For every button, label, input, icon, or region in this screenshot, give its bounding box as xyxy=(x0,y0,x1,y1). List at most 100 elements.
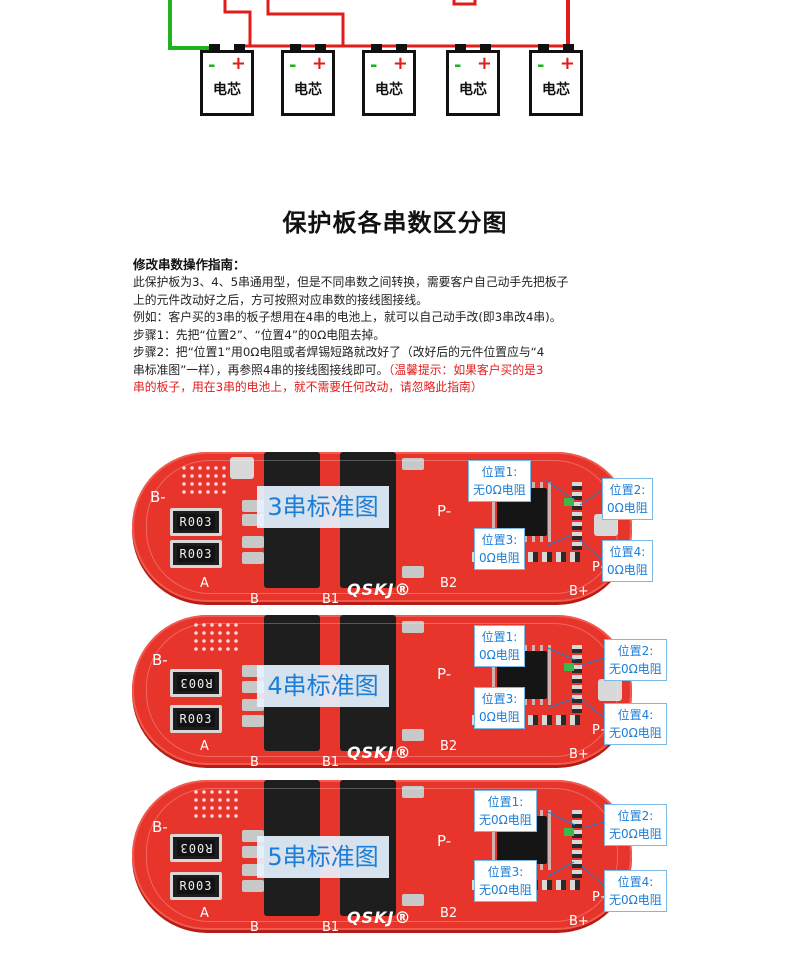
position-title: 位置4: xyxy=(609,545,646,559)
silk-b-minus: B- xyxy=(152,818,168,836)
position-1-callout: 位置1: 无0Ω电阻 xyxy=(474,790,537,832)
cell-label: 电芯 xyxy=(375,82,403,98)
position-title: 位置3: xyxy=(481,533,518,547)
guide-tip: （温馨提示：如果客户买的是3 xyxy=(388,362,544,377)
silk-b-plus: B+ xyxy=(569,584,589,599)
cell-plus: + xyxy=(559,53,575,74)
position-title: 位置2: xyxy=(617,809,654,823)
guide-line: 步骤2：把“位置1”用0Ω电阻或者焊锡短路就改好了（改好后的元件位置应与“4 xyxy=(133,345,545,359)
cell-minus: - xyxy=(370,55,378,76)
position-value: 无0Ω电阻 xyxy=(609,893,662,907)
position-value: 无0Ω电阻 xyxy=(609,827,662,841)
position-2-callout: 位置2: 0Ω电阻 xyxy=(602,478,653,520)
cell-minus: - xyxy=(537,55,545,76)
red-wire-2 xyxy=(266,0,345,45)
cell-plus: + xyxy=(476,53,492,74)
shunt-resistor: R003 xyxy=(170,834,222,862)
brand-logo: QSKJ® xyxy=(347,743,412,762)
position-title: 位置2: xyxy=(609,483,646,497)
resistor-marking: R003 xyxy=(177,546,215,562)
brand-logo: QSKJ® xyxy=(347,908,412,927)
guide-line: 串标准图”一样），再参照4串的接线图接线即可。（温馨提示：如果客户买的是3 xyxy=(133,362,693,380)
cell-label: 电芯 xyxy=(294,82,322,98)
guide-line-text: 串标准图”一样），再参照4串的接线图接线即可。 xyxy=(133,362,389,377)
silk-a: A xyxy=(200,739,209,754)
red-wire-1 xyxy=(223,0,252,45)
silk-p-minus: P- xyxy=(437,502,452,520)
red-wire-3 xyxy=(452,0,477,6)
silk-b2: B2 xyxy=(440,576,458,591)
position-value: 无0Ω电阻 xyxy=(479,813,532,827)
position-4-callout: 位置4: 无0Ω电阻 xyxy=(604,870,667,912)
cell-label: 电芯 xyxy=(542,82,570,98)
cell-plus: + xyxy=(392,53,408,74)
shunt-resistor: R003 xyxy=(170,872,222,900)
cell-label: 电芯 xyxy=(213,82,241,98)
guide-line: 步骤1：先把“位置2”、“位置4”的0Ω电阻去掉。 xyxy=(133,327,386,342)
position-value: 无0Ω电阻 xyxy=(473,483,526,497)
board-4-series: R003 R003 B- P- A B B1 B2 B+ P+ QSKJ® 4串… xyxy=(132,615,667,770)
board-5-series: R003 R003 B- P- A B B1 B2 B+ P+ QSKJ® 5串… xyxy=(132,780,667,935)
silk-b: B xyxy=(250,755,259,770)
resistor-marking: R003 xyxy=(177,840,215,856)
series-label: 4串标准图 xyxy=(257,665,389,707)
guide-line: 例如：客户买的3串的板子想用在4串的电池上，就可以自己动手改(即3串改4串)。 xyxy=(133,310,562,324)
position-value: 无0Ω电阻 xyxy=(479,883,532,897)
position-3-callout: 位置3: 无0Ω电阻 xyxy=(474,860,537,902)
silk-a: A xyxy=(200,906,209,921)
position-value: 0Ω电阻 xyxy=(607,563,648,577)
silk-b: B xyxy=(250,920,259,935)
shunt-resistor: R003 xyxy=(170,669,222,697)
silk-b1: B1 xyxy=(322,755,340,770)
position-title: 位置1: xyxy=(481,465,518,479)
position-title: 位置4: xyxy=(617,708,654,722)
guide-line: 上的元件改动好之后，方可按照对应串数的接线图接线。 xyxy=(133,292,428,307)
battery-cell-3: - + 电芯 xyxy=(362,44,416,116)
silk-a: A xyxy=(200,576,209,591)
position-4-callout: 位置4: 无0Ω电阻 xyxy=(604,703,667,745)
position-title: 位置3: xyxy=(487,865,524,879)
position-2-callout: 位置2: 无0Ω电阻 xyxy=(604,639,667,681)
shunt-resistor: R003 xyxy=(170,508,222,536)
series-label: 3串标准图 xyxy=(257,486,389,528)
position-3-callout: 位置3: 0Ω电阻 xyxy=(474,687,525,729)
silk-b: B xyxy=(250,592,259,607)
guide-line: 此保护板为3、4、5串通用型，但是不同串数之间转换，需要客户自己动手先把板子 xyxy=(133,275,569,289)
position-value: 0Ω电阻 xyxy=(479,648,520,662)
position-1-callout: 位置1: 0Ω电阻 xyxy=(474,625,525,667)
cell-minus: - xyxy=(454,55,462,76)
silk-b-plus: B+ xyxy=(569,914,589,929)
silk-b1: B1 xyxy=(322,592,340,607)
position-2-callout: 位置2: 无0Ω电阻 xyxy=(604,804,667,846)
silk-p-minus: P- xyxy=(437,665,452,683)
position-title: 位置3: xyxy=(481,692,518,706)
shunt-resistor: R003 xyxy=(170,540,222,568)
resistor-marking: R003 xyxy=(177,878,215,894)
position-value: 0Ω电阻 xyxy=(607,501,648,515)
wiring-diagram: - + 电芯 - + 电芯 - + 电芯 - + 电芯 - + 电芯 xyxy=(0,0,790,130)
battery-cell-1: - + 电芯 xyxy=(200,44,254,116)
silk-b-plus: B+ xyxy=(569,747,589,762)
guide-heading: 修改串数操作指南： xyxy=(133,257,246,272)
cell-minus: - xyxy=(289,55,297,76)
position-title: 位置1: xyxy=(487,795,524,809)
board-3-series: R003 R003 B- P- A B B1 B2 B+ P+ QSKJ® 3串… xyxy=(132,452,653,607)
silk-b-minus: B- xyxy=(150,488,166,506)
position-value: 无0Ω电阻 xyxy=(609,662,662,676)
position-value: 0Ω电阻 xyxy=(479,710,520,724)
battery-cell-2: - + 电芯 xyxy=(281,44,335,116)
position-1-callout: 位置1: 无0Ω电阻 xyxy=(468,460,531,502)
page-title: 保护板各串数区分图 xyxy=(282,209,508,237)
series-label: 5串标准图 xyxy=(257,836,389,878)
resistor-marking: R003 xyxy=(177,675,215,691)
silk-p-minus: P- xyxy=(437,832,452,850)
battery-cell-4: - + 电芯 xyxy=(446,44,500,116)
position-value: 0Ω电阻 xyxy=(479,551,520,565)
shunt-resistor: R003 xyxy=(170,705,222,733)
position-value: 无0Ω电阻 xyxy=(609,726,662,740)
cell-plus: + xyxy=(230,53,246,74)
position-3-callout: 位置3: 0Ω电阻 xyxy=(474,528,525,570)
cell-minus: - xyxy=(208,55,216,76)
position-title: 位置2: xyxy=(617,644,654,658)
resistor-marking: R003 xyxy=(177,514,215,530)
